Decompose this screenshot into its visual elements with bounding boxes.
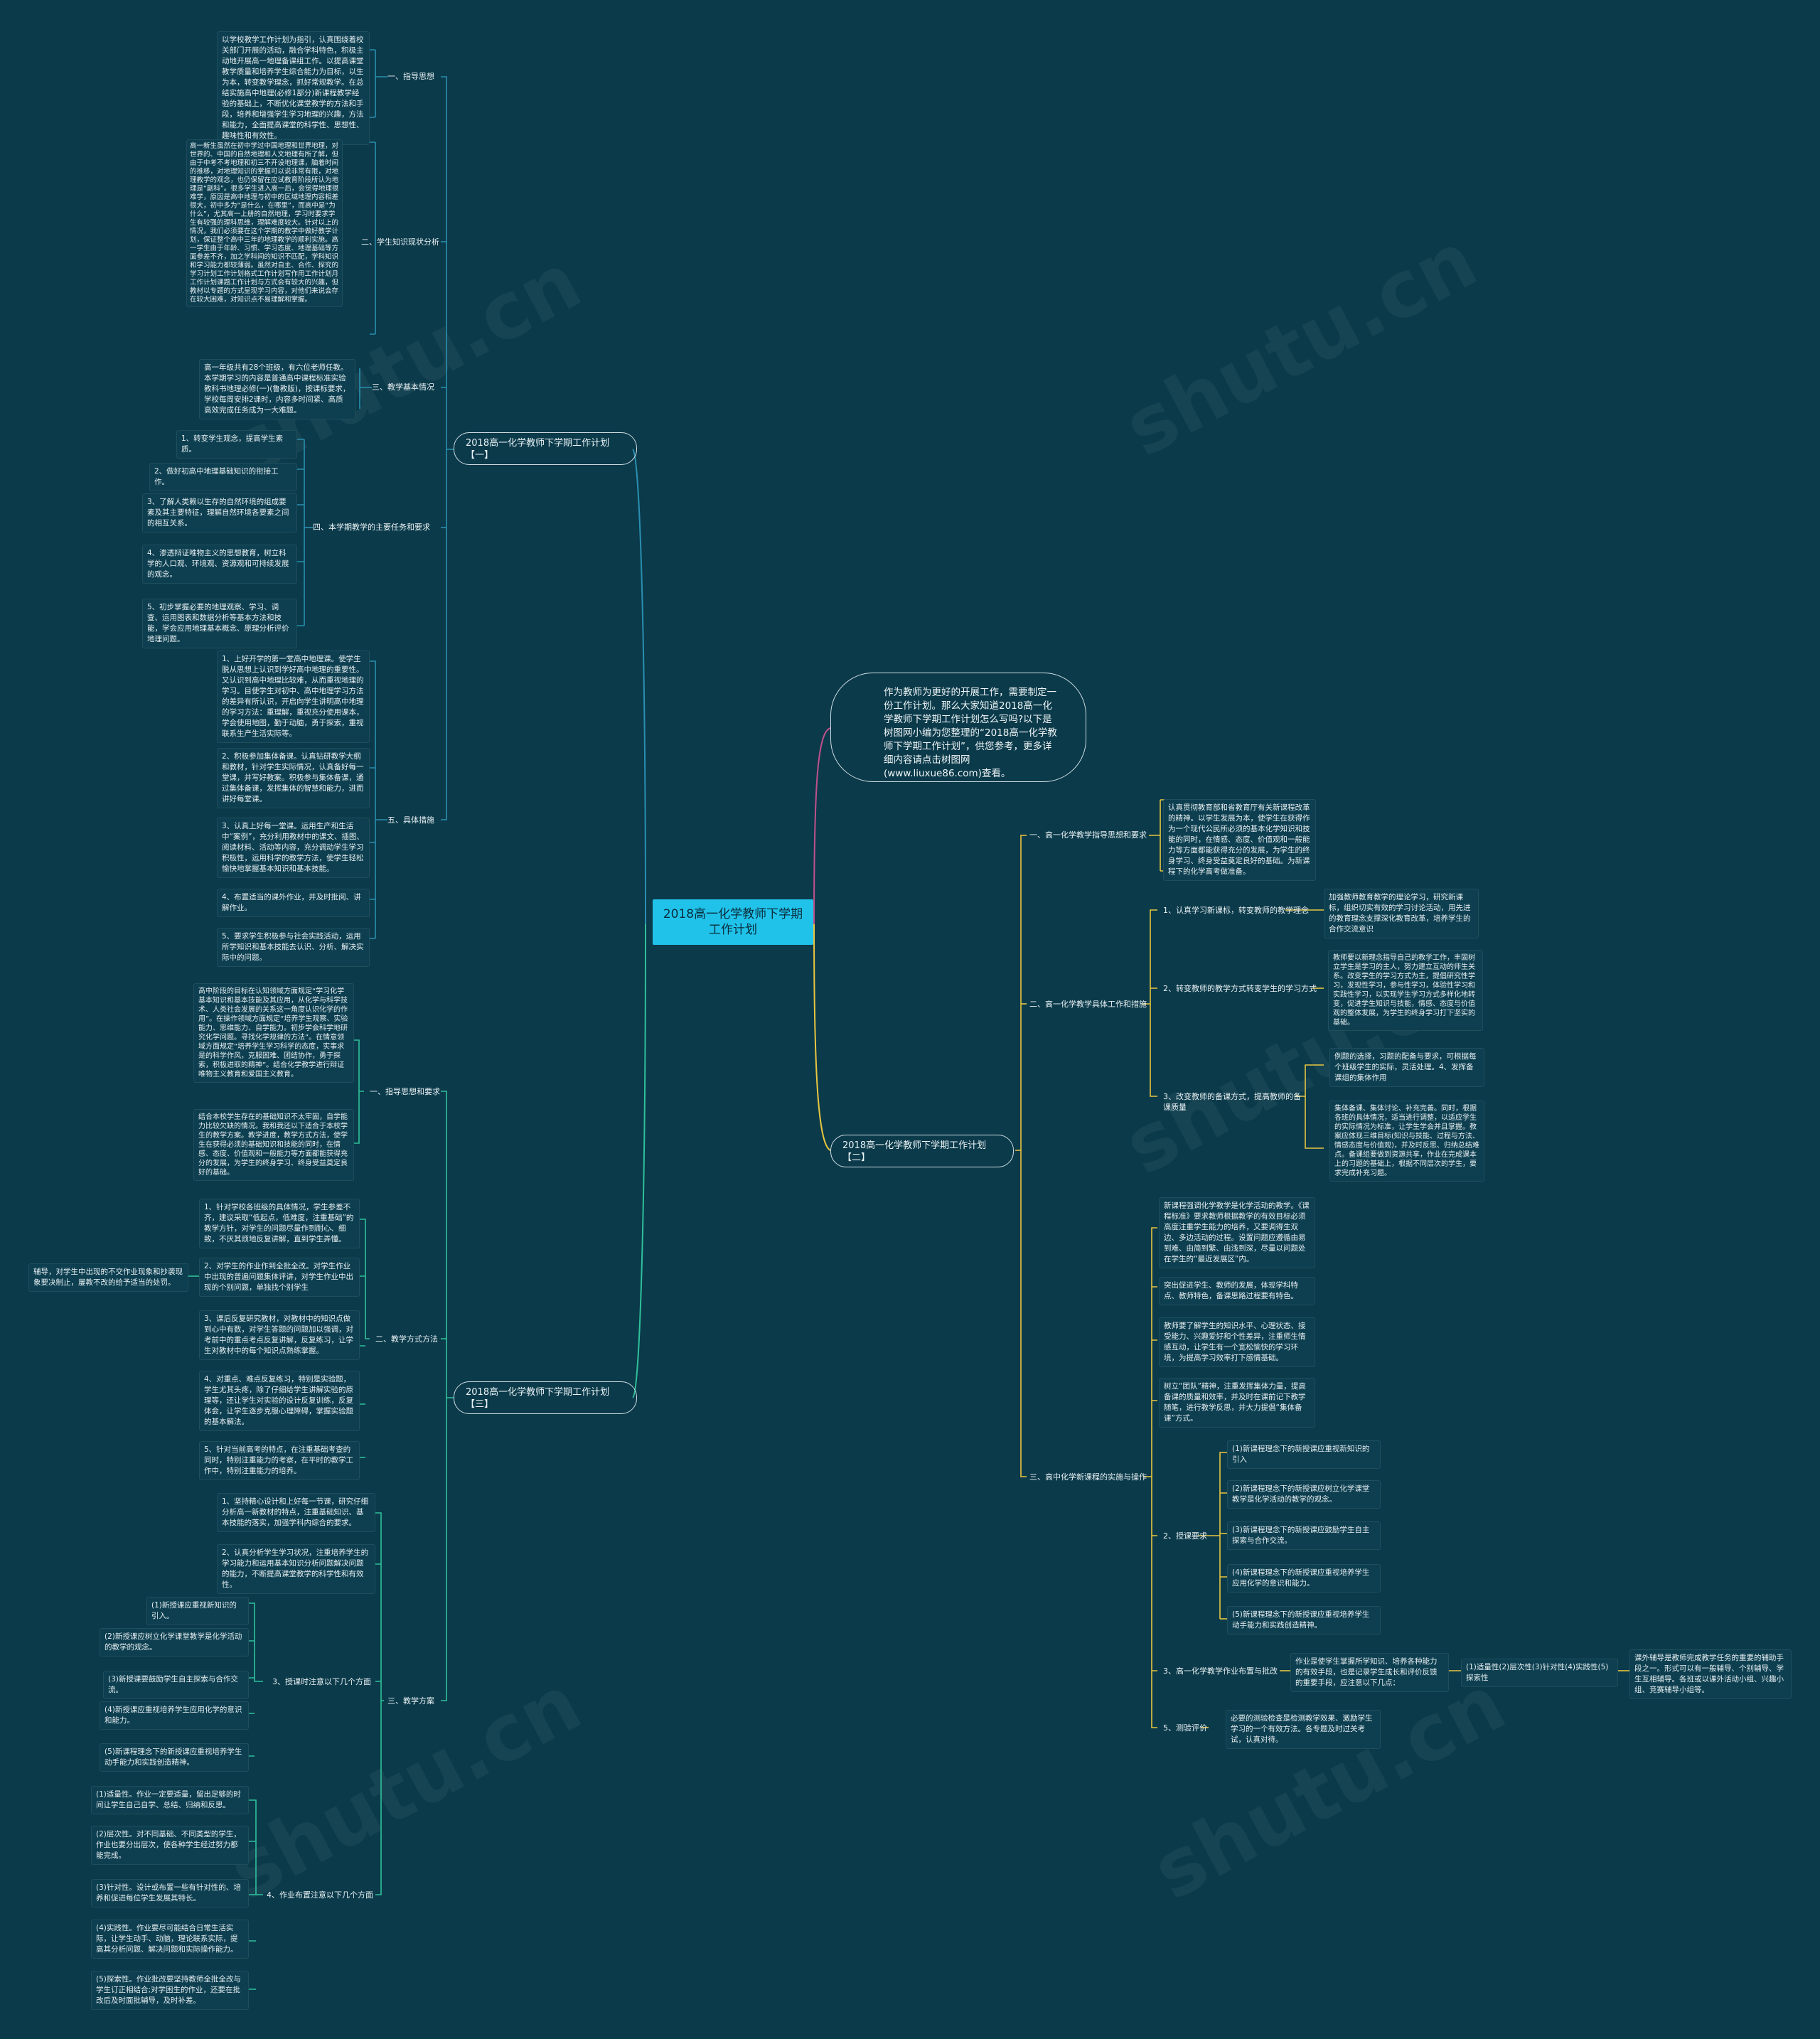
branch-2-title[interactable]: 2018高一化学教师下学期工作计划【二】 [830,1135,1014,1167]
b3-s3-item-1: 1、坚持精心设计和上好每一节课，研究仔细分析高一新教材的特点，注重基础知识、基本… [217,1493,375,1532]
b3-s2-note: 辅导，对学生中出现的不交作业现象和抄袭现象要决制止，屡教不改的给予适当的处罚。 [28,1263,188,1292]
b2-s2-label[interactable]: 二、高一化学教学具体工作和措施 [1029,1000,1147,1009]
b3-s3-r-item-1: (1)适量性。作业一定要适量，留出足够的时间让学生自己自学、总结、归纳和反思。 [91,1786,249,1814]
b1-s3-label[interactable]: 三、教学基本情况 [372,382,434,392]
b1-s4-item-2: 2、做好初高中地理基础知识的衔接工作。 [149,463,297,491]
intro-bubble[interactable]: 作为教师为更好的开展工作，需要制定一份工作计划。那么大家知道2018高一化学教师… [830,673,1086,782]
b1-s5-label[interactable]: 五、具体措施 [387,815,434,825]
b1-s5-item-5: 5、要求学生积极参与社会实践活动，运用所学知识和基本技能去认识、分析、解决实际中… [217,928,370,967]
b1-s1-text: 以学校教学工作计划为指引，认真围绕着校关部门开展的活动，融合学科特色，积极主动地… [217,31,370,145]
b2-s3-p2: 突出促进学生、教师的发展，体现学科特点、教师特色，备课思路过程要有特色。 [1159,1277,1315,1305]
b2-s3-label[interactable]: 三、高中化学新课程的实施与操作 [1029,1472,1147,1482]
b1-s2-text: 高一新生虽然在初中学过中国地理和世界地理，对世界的、中国的自然地理和人文地理有所… [186,139,343,307]
b2-s3-p4: 树立“团队”精神，注重发挥集体力量，提高备课的质量和效率，并及时在课前记下教学随… [1159,1378,1315,1428]
b2-s3-q-item-4: (4)新课程理念下的新授课应重视培养学生应用化学的意识和能力。 [1227,1564,1381,1593]
root-topic[interactable]: 2018高一化学教师下学期工作计划 [653,899,813,945]
b3-s3-r-label[interactable]: 4、作业布置注意以下几个方面 [267,1890,373,1900]
b3-s2-item-4: 4、对重点、难点反复练习，特别是实验题，学生尤其头疼，除了仔细给学生讲解实验的原… [199,1371,360,1431]
b2-s3-r-far: 课外辅导是教师完成教学任务的重要的辅助手段之一。形式可以有一般辅导、个别辅导、学… [1629,1649,1792,1699]
b2-s3-r-mid: (1)适量性(2)层次性(3)针对性(4)实践性(5)探索性 [1461,1659,1618,1687]
b3-s2-item-2: 2、对学生的作业作到全批全改。对学生作业中出现的普遍问题集体评讲，对学生作业中出… [199,1258,360,1297]
b3-s3-q-item-3: (3)新授课要鼓励学生自主探索与合作交流。 [103,1671,249,1699]
b3-s3-r-item-2: (2)层次性。对不同基础、不同类型的学生，作业也要分出层次，使各种学生经过努力都… [91,1826,249,1865]
b3-s3-r-item-4: (4)实践性。作业要尽可能结合日常生活实际，让学生动手、动脑，理论联系实际，提高… [91,1920,249,1959]
b2-s3-q-item-2: (2)新课程理念下的新授课应树立化学课堂教学是化学活动的教学的观念。 [1227,1480,1381,1509]
branch-3-title[interactable]: 2018高一化学教师下学期工作计划【三】 [454,1381,637,1414]
b1-s2-label[interactable]: 二、学生知识现状分析 [361,237,439,247]
b3-s2-item-5: 5、针对当前高考的特点，在注重基础考查的同时，特别注重能力的考察，在平时的教学工… [199,1441,360,1480]
b2-s2-a-label[interactable]: 1、认真学习新课标，转变教师的教学理念 [1163,906,1309,915]
b1-s5-item-1: 1、上好开学的第一堂高中地理课。使学生脱从思想上认识到学好高中地理的重要性。又认… [217,651,370,743]
b3-s3-q-item-2: (2)新授课应树立化学课堂教学是化学活动的教学的观念。 [100,1628,249,1657]
b2-s3-q-item-5: (5)新课程理念下的新授课应重视培养学生动手能力和实践创造精神。 [1227,1606,1381,1634]
b2-s1-text: 认真贯彻教育部和省教育厅有关新课程改革的精神。以学生发展为本，使学生在获得作为一… [1163,799,1316,881]
b2-s2-a-text: 加强教师教育教学的理论学习，研究新课标，组织切实有效的学习讨论活动，用先进的教育… [1324,889,1479,938]
b3-s3-r-item-3: (3)针对性。设计或布置一些有针对性的、培养和促进每位学生发展其特长。 [91,1879,249,1907]
branch-1-title[interactable]: 2018高一化学教师下学期工作计划【一】 [454,432,637,465]
b1-s5-item-2: 2、积极参加集体备课。认真钻研教学大纲和教材，针对学生实际情况，认真备好每一堂课… [217,748,370,808]
b2-s2-c-label[interactable]: 3、改变教师的备课方式，提高教师的备课质量 [1163,1092,1301,1112]
b2-s3-q-label[interactable]: 2、授课要求 [1163,1531,1207,1541]
b1-s4-item-1: 1、转变学生观念，提高学生素质。 [176,430,297,459]
b2-s3-s-label[interactable]: 5、测验评价 [1163,1723,1207,1733]
link-root-intro [813,727,831,925]
b3-s3-item-2: 2、认真分析学生学习状况，注重培养学生的学习能力和运用基本知识分析问题解决问题的… [217,1544,375,1594]
b2-s2-b-label[interactable]: 2、转变教师的教学方式转变学生的学习方式 [1163,984,1317,993]
b3-s1-text-1: 高中阶段的目标在认知领域方面规定“学习化学基本知识和基本技能及其应用，从化学与科… [193,983,354,1083]
link-root-b2 [813,924,831,1151]
b2-s3-s-text: 必要的测验检查是检测教学效果、激励学生学习的一个有效方法。各专题及时过关考试，认… [1226,1710,1381,1749]
b2-s3-r-text: 作业是使学生掌握所学知识、培养各种能力的有效手段，也是记录学生成长和评价反馈的重… [1290,1653,1449,1692]
b2-s2-c-text-1: 例题的选择，习题的配备与要求，可根据每个班级学生的实际，灵活处理。4、发挥备课组… [1329,1048,1484,1087]
b1-s4-item-3: 3、了解人类赖以生存的自然环境的组成要素及其主要特征，理解自然环境各要素之间的相… [142,493,297,533]
b3-s2-item-3: 3、课后反复研究教材，对教材中的知识点做到心中有数，对学生答题的问题加以强调，对… [199,1310,360,1360]
b3-s3-label[interactable]: 三、教学方案 [387,1696,434,1706]
b3-s3-q-item-1: (1)新授课应重视新知识的引入。 [146,1597,249,1625]
b2-s3-q-item-1: (1)新课程理念下的新授课应重视新知识的引入 [1227,1440,1381,1469]
link-root-b3 [632,924,646,1398]
b3-s1-text-2: 结合本校学生存在的基础知识不太牢固，自学能力比较欠缺的情况。我和我还以下适合于本… [193,1109,354,1181]
b3-s3-q-item-5: (5)新课程理念下的新授课应重视培养学生动手能力和实践创造精神。 [100,1743,249,1772]
b1-s4-label[interactable]: 四、本学期教学的主要任务和要求 [313,523,430,532]
b2-s2-b-text: 教师要以新理念指导自己的教学工作，丰固树立学生是学习的主人，努力建立互动的师生关… [1328,950,1483,1031]
b1-s3-text: 高一年级共有28个班级，有六位老师任教。本学期学习的内容是普通高中课程标准实验教… [199,359,355,419]
b2-s3-q-item-3: (3)新课程理念下的新授课应鼓励学生自主探索与合作交流。 [1227,1521,1381,1550]
b1-s4-item-5: 5、初步掌握必要的地理观察、学习、调查、运用图表和数据分析等基本方法和技能，学会… [142,599,297,648]
b3-s3-q-item-4: (4)新授课应重视培养学生应用化学的意识和能力。 [100,1701,249,1730]
b3-s2-item-1: 1、针对学校各班级的具体情况，学生参差不齐，建议采取“低起点，低难度，注重基础”… [199,1199,360,1248]
b2-s2-c-text-2: 集体备课、集体讨论、补充完善。同时，根据各班的具体情况，适当进行调整，以适应学生… [1329,1101,1484,1182]
b1-s4-item-4: 4、渗透辩证唯物主义的思想教育，树立科学的人口观、环境观、资源观和可持续发展的观… [142,545,297,584]
b2-s1-label[interactable]: 一、高一化学教学指导思想和要求 [1029,830,1147,840]
b3-s1-label[interactable]: 一、指导思想和要求 [370,1087,440,1096]
b2-s3-p1: 新课程强调化学教学是化学活动的教学。《课程标准》要求教师根据教学的有效目标必须高… [1159,1197,1315,1268]
b1-s1-label[interactable]: 一、指导思想 [387,72,434,81]
b3-s3-r-item-5: (5)探索性。作业批改要坚持教师全批全改与学生订正相结合;对学困生的作业，还要在… [91,1971,249,2010]
b3-s3-q-label[interactable]: 3、授课时注意以下几个方面 [272,1677,371,1686]
b2-s3-p3: 教师要了解学生的知识水平、心理状态、接受能力、兴趣爱好和个性差异，注重师生情感互… [1159,1317,1315,1367]
link-root-b1 [632,449,646,925]
b1-s5-item-4: 4、布置适当的课外作业，并及时批阅、讲解作业。 [217,889,370,917]
b2-s3-r-label[interactable]: 3、高一化学教学作业布置与批改 [1163,1666,1278,1676]
b1-s5-item-3: 3、认真上好每一堂课。运用生产和生活中“案例”，充分利用教材中的课文、插图、阅读… [217,818,370,878]
b3-s2-label[interactable]: 二、教学方式方法 [375,1334,438,1344]
